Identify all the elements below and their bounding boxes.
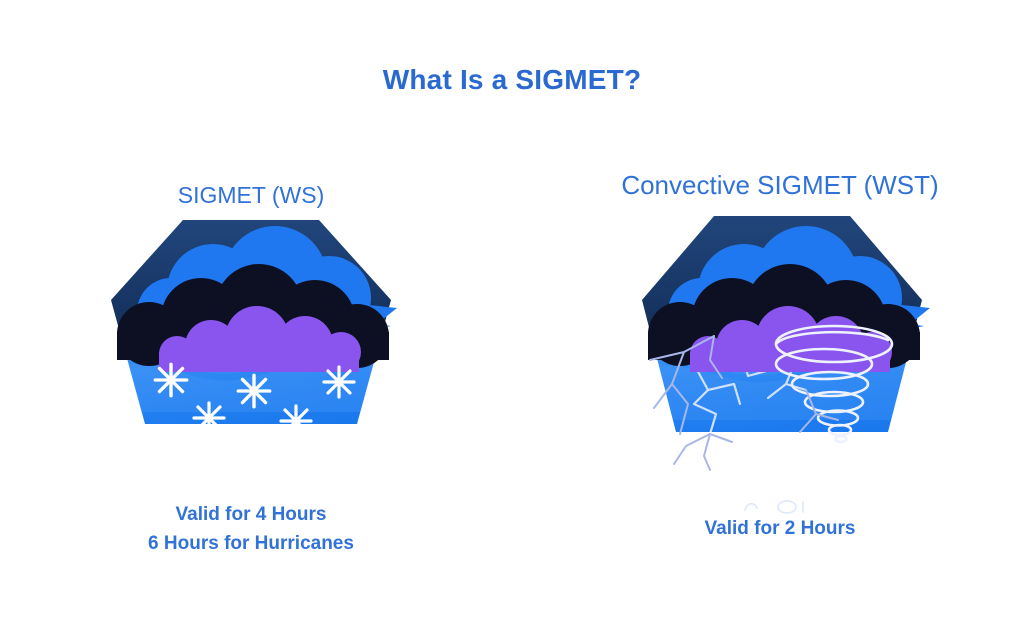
panel-convective-sigmet-wst: Convective SIGMET (WST) [560, 0, 1000, 630]
caption-line: 6 Hours for Hurricanes [148, 533, 354, 555]
lightning-bolt-icon [673, 433, 733, 471]
panel-sigmet-ws: SIGMET (WS) [36, 0, 466, 630]
lightning-bolt-icon [649, 335, 723, 435]
panel-label-sigmet-ws: SIGMET (WS) [177, 182, 325, 208]
cloud-layer-purple [159, 306, 361, 372]
lightning-bolt-icon [799, 389, 839, 433]
snowflake-group [153, 362, 356, 438]
illustration-winter-weather-badge [91, 212, 411, 462]
panel-label-convective-sigmet-wst: Convective SIGMET (WST) [621, 170, 939, 200]
snowflake-icon [236, 373, 272, 409]
snowflake-icon [322, 365, 356, 399]
caption-convective-sigmet-wst: Valid for 2 Hours [560, 514, 1000, 543]
caption-sigmet-ws: Valid for 4 Hours 6 Hours for Hurricanes [36, 500, 466, 559]
page-title: What Is a SIGMET? [382, 64, 642, 95]
tornado-icon [774, 324, 894, 444]
caption-line: Valid for 2 Hours [704, 518, 856, 539]
snowflake-icon [279, 404, 313, 438]
illustration-convective-weather-badge [610, 208, 950, 471]
cloud-layer-purple [690, 306, 892, 372]
caption-line: Valid for 4 Hours [175, 504, 327, 525]
snowflake-icon [192, 401, 226, 435]
snowflake-icon [153, 362, 189, 398]
